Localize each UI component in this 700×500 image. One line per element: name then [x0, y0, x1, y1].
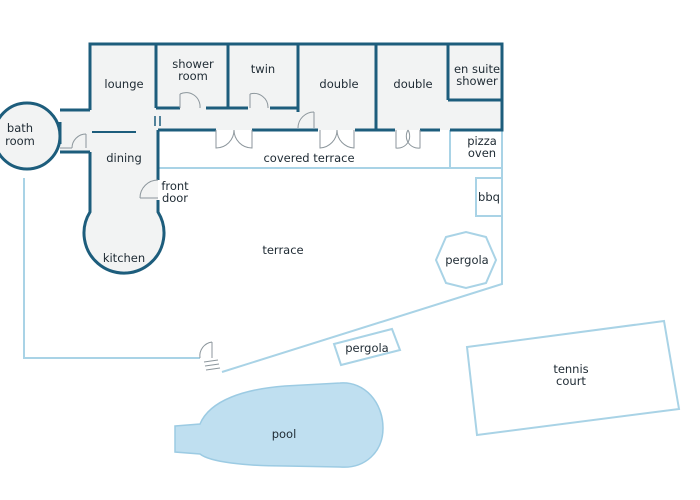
- shower-room-label-1: shower: [172, 57, 214, 71]
- pergola-rect-label: pergola: [345, 341, 388, 355]
- kitchen-label: kitchen: [103, 251, 145, 265]
- building-walls: [0, 42, 504, 275]
- terrace-label: terrace: [262, 243, 303, 257]
- bbq-outline: [475, 177, 503, 217]
- pizza-oven-label-1: pizza: [467, 134, 497, 148]
- building-fill: [0, 44, 502, 274]
- pizza-oven-label-2: oven: [468, 146, 496, 160]
- steps-icon: [199, 341, 221, 371]
- pergola-hex-label: pergola: [445, 253, 488, 267]
- twin-label: twin: [251, 62, 275, 76]
- pool-shape: [174, 382, 384, 468]
- pergola-rectangle: [332, 327, 402, 367]
- bbq-label: bbq: [478, 190, 500, 204]
- pergola-hexagon: [434, 230, 498, 290]
- tennis-court-label-2: court: [556, 374, 586, 388]
- double-label-2: double: [393, 77, 432, 91]
- shower-room-label-2: room: [178, 69, 208, 83]
- bathroom-label-1: bath: [7, 121, 33, 135]
- double-label-1: double: [319, 77, 358, 91]
- room-labels: bath room lounge shower room twin double…: [5, 57, 589, 441]
- lounge-label: lounge: [104, 77, 143, 91]
- bathroom-label-2: room: [5, 134, 35, 148]
- covered-terrace-label: covered terrace: [263, 151, 354, 165]
- door-swings: [60, 92, 421, 199]
- pool-label: pool: [272, 427, 297, 441]
- tennis-court-outline: [465, 319, 681, 437]
- front-door-label-2: door: [162, 191, 188, 205]
- property-boundary: [23, 118, 503, 373]
- tennis-court-label-1: tennis: [553, 362, 588, 376]
- dining-label: dining: [106, 151, 142, 165]
- ensuite-label-2: shower: [456, 74, 498, 88]
- ensuite-label-1: en suite: [454, 62, 500, 76]
- front-door-label-1: front: [161, 179, 189, 193]
